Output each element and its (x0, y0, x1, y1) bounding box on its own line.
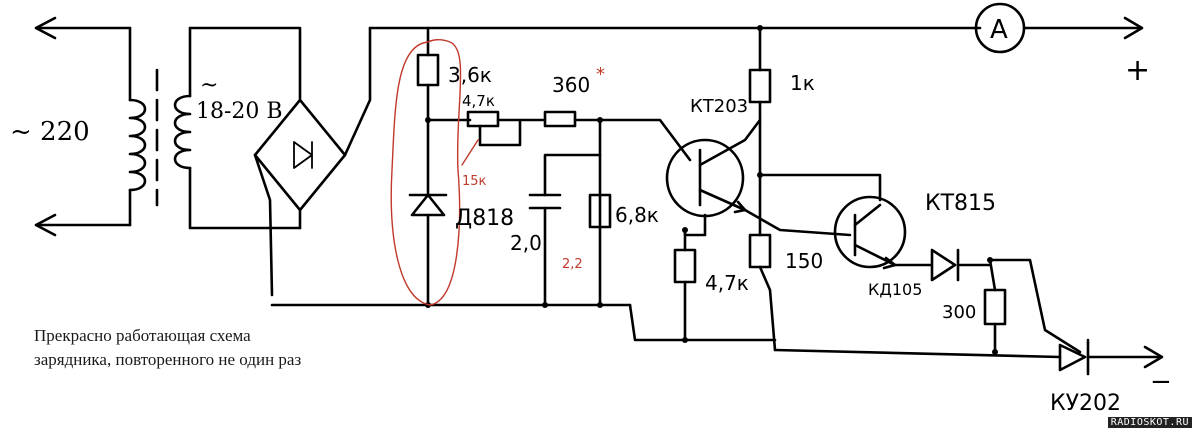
transformer-primary (128, 98, 147, 192)
r3-label: 1к (790, 71, 815, 95)
mains-label: ~ 220 (10, 117, 90, 147)
mains-input (34, 16, 132, 237)
transformer-secondary (173, 26, 302, 230)
plus-label: + (1125, 53, 1150, 88)
cap-label: 2,0 (510, 231, 542, 255)
secondary-voltage-label: 18-20 B (196, 99, 283, 124)
watermark: RADIOSKOT.RU (1107, 417, 1192, 428)
lower-wiring (542, 302, 777, 343)
caption-line-1: Прекрасно работающая схема (34, 326, 251, 345)
resistor-300 (983, 258, 1007, 355)
ammeter (974, 2, 1144, 54)
r2-mark: * (596, 64, 605, 85)
q2-label: КТ815 (925, 191, 996, 216)
r7-label: 300 (942, 302, 976, 323)
thyristor-ku202 (773, 338, 1164, 376)
ammeter-label: A (990, 15, 1008, 45)
cap-alt-label: 2,2 (562, 257, 583, 272)
r4-label: 6,8к (615, 203, 659, 227)
thyristor-label: КУ202 (1050, 391, 1121, 416)
capacitor (528, 153, 602, 307)
transistor-q2 (743, 195, 932, 270)
minus-label: − (1150, 367, 1172, 397)
zener-label: Д818 (455, 206, 514, 231)
q1-label: КТ203 (690, 96, 748, 117)
annotation-loop (390, 39, 479, 306)
r2-label: 360 (552, 73, 590, 97)
r1-alt-label: 4,7к (462, 92, 495, 110)
transistor-q1 (598, 118, 762, 342)
diode-label: КД105 (868, 280, 922, 299)
trim-note: 15к (462, 174, 487, 189)
collector-branch (748, 25, 882, 352)
r6-label: 150 (785, 249, 823, 273)
r1-label: 3,6к (448, 63, 492, 87)
caption-line-2: зарядника, повторенного не один раз (34, 350, 302, 369)
r5-label: 4,7к (705, 271, 749, 295)
secondary-tilde: ~ (200, 73, 218, 98)
bridge-rectifier (253, 26, 372, 297)
